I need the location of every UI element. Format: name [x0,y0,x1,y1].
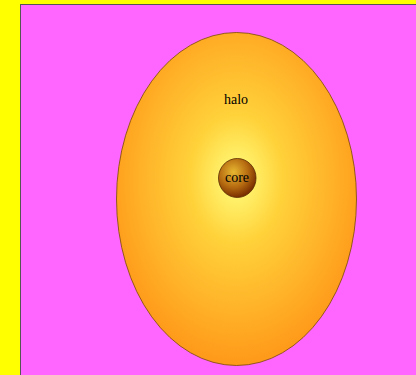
core-ellipse: core [218,158,257,198]
node-label: halo [116,92,357,107]
halo-ellipse-outline [116,32,357,366]
halo-ellipse: halo core [116,32,357,366]
node-label: core [218,170,257,185]
